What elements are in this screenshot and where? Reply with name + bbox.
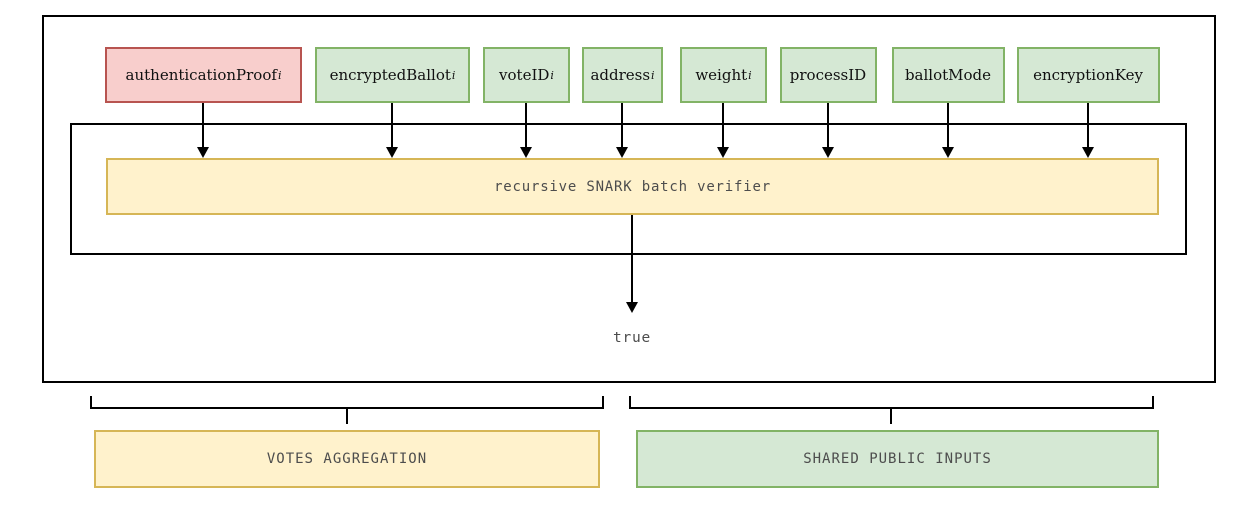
input-label: encryptionKey (1033, 66, 1143, 84)
group-box-votes-aggregation: VOTES AGGREGATION (94, 430, 600, 488)
input-subscript: i (451, 68, 456, 82)
brace-stem (346, 409, 348, 424)
input-arrow (947, 103, 949, 149)
verifier-box: recursive SNARK batch verifier (106, 158, 1159, 215)
arrow-head-icon (197, 147, 209, 158)
input-ballot-mode: ballotMode (892, 47, 1005, 103)
brace-votes-aggregation (90, 407, 604, 409)
input-label: processID (789, 66, 867, 84)
verifier-label: recursive SNARK batch verifier (494, 178, 771, 195)
input-label: weight (695, 66, 748, 84)
arrow-head-icon (1082, 147, 1094, 158)
group-label: SHARED PUBLIC INPUTS (803, 451, 992, 467)
input-label: encryptedBallot (329, 66, 451, 84)
arrow-head-icon (822, 147, 834, 158)
input-arrow (525, 103, 527, 149)
input-label: ballotMode (904, 66, 992, 84)
input-subscript: i (277, 68, 282, 82)
brace-stem (890, 409, 892, 424)
brace-tick (602, 396, 604, 409)
arrow-head-icon (717, 147, 729, 158)
input-arrow (621, 103, 623, 149)
group-box-shared-public-inputs: SHARED PUBLIC INPUTS (636, 430, 1159, 488)
input-subscript: i (748, 68, 752, 82)
input-label: authenticationProof (125, 66, 277, 84)
input-encryption-key: encryptionKey (1017, 47, 1160, 103)
brace-shared-public-inputs (629, 407, 1154, 409)
arrow-head-icon (520, 147, 532, 158)
output-label: true (612, 330, 652, 346)
input-arrow (1087, 103, 1089, 149)
input-arrow (722, 103, 724, 149)
brace-tick (90, 396, 92, 409)
brace-tick (629, 396, 631, 409)
input-subscript: i (550, 68, 554, 82)
input-label: voteID (499, 66, 550, 84)
arrow-head-icon (616, 147, 628, 158)
input-label: address (590, 66, 651, 84)
arrow-head-icon (386, 147, 398, 158)
arrow-head-icon (942, 147, 954, 158)
input-arrow (202, 103, 204, 149)
brace-tick (1152, 396, 1154, 409)
input-subscript: i (651, 68, 655, 82)
group-label: VOTES AGGREGATION (266, 451, 428, 467)
input-arrow (391, 103, 393, 149)
arrow-head-icon (626, 302, 638, 313)
input-arrow (827, 103, 829, 149)
verifier-frame (70, 123, 1187, 255)
output-arrow (631, 215, 633, 303)
outer-frame (42, 15, 1216, 383)
input-process-id: processID (780, 47, 877, 103)
